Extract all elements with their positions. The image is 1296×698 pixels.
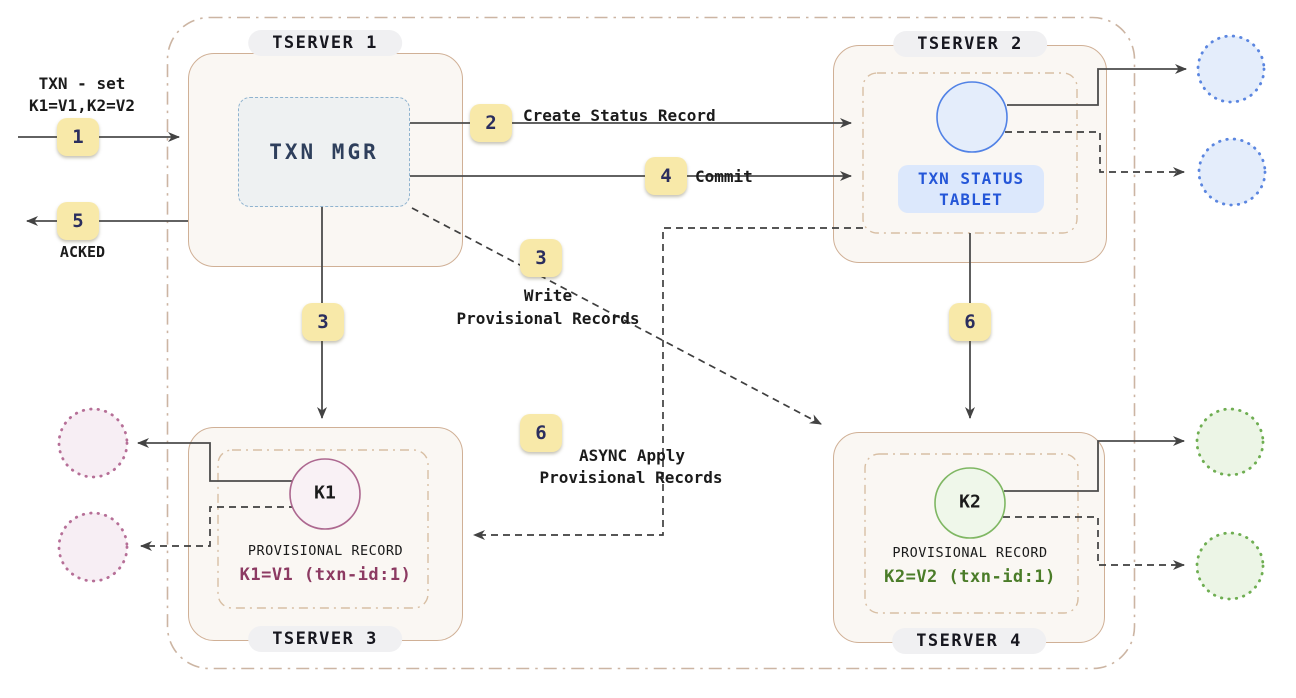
k2-record-title: PROVISIONAL RECORD xyxy=(892,545,1048,561)
arrow-write-provisional-k2 xyxy=(411,207,822,425)
badge-step-3-k1: 3 xyxy=(302,303,344,341)
badge-step-6-apply: 6 xyxy=(949,303,991,341)
badge-step-3-k2: 3 xyxy=(520,239,562,277)
arrow-k1-replicate-1 xyxy=(137,438,293,482)
txn-status-tablet-label: TXN STATUS TABLET xyxy=(898,165,1044,213)
arrow-async-apply xyxy=(473,227,863,540)
async-apply-label-line1: ASYNC Apply xyxy=(579,446,685,465)
arrow-k1-replicate-2 xyxy=(140,506,296,551)
write-provisional-label-line2: Provisional Records xyxy=(456,309,640,328)
txn-status-tablet-label-line1: TXN STATUS xyxy=(917,169,1025,188)
k1-replica-circle-2 xyxy=(57,511,129,583)
tserver2-tablet-region xyxy=(862,72,1078,234)
replica-circles xyxy=(57,34,1267,601)
tserver3-tablet-region xyxy=(217,449,429,609)
k1-record-title: PROVISIONAL RECORD xyxy=(247,543,404,559)
status-replica-circle-2 xyxy=(1197,137,1267,207)
badge-step-6-async: 6 xyxy=(520,414,562,452)
tserver2-label: TSERVER 2 xyxy=(893,31,1047,57)
txn-status-tablet-circle xyxy=(936,81,1008,153)
tserver4-tablet-region xyxy=(864,453,1079,614)
arrow-status-replicate-2 xyxy=(1005,131,1185,177)
arrow-status-replicate-1 xyxy=(1007,64,1187,106)
k2-record-value: K2=V2 (txn-id:1) xyxy=(884,567,1056,587)
client-request-line2: K1=V1,K2=V2 xyxy=(29,96,135,115)
status-replica-circle-1 xyxy=(1196,34,1266,104)
badge-step-5: 5 xyxy=(57,202,99,240)
k1-label: K1 xyxy=(314,482,336,504)
txn-status-tablet-label-line2: TABLET xyxy=(939,190,1003,209)
k2-label: K2 xyxy=(959,491,981,513)
badge-step-4: 4 xyxy=(645,157,687,195)
txn-mgr-label: TXN MGR xyxy=(269,140,379,164)
client-request-line1: TXN - set xyxy=(38,74,126,93)
commit-label: Commit xyxy=(695,167,753,186)
k2-tablet-circle xyxy=(934,467,1006,539)
acked-label: ACKED xyxy=(59,243,106,261)
arrow-k2-replicate-1 xyxy=(1004,436,1185,492)
k2-replica-circle-2 xyxy=(1195,531,1265,601)
tserver3-label: TSERVER 3 xyxy=(248,626,402,652)
dashed-arrows xyxy=(140,131,1185,570)
k2-replica-circle-1 xyxy=(1195,407,1265,477)
arrow-k2-replicate-2 xyxy=(1003,516,1185,570)
badge-step-2: 2 xyxy=(470,104,512,142)
k1-record-value: K1=V1 (txn-id:1) xyxy=(239,565,412,585)
k1-tablet-circle xyxy=(289,458,361,530)
tserver1-label: TSERVER 1 xyxy=(248,30,402,56)
create-status-record-label: Create Status Record xyxy=(523,106,716,125)
tserver4-label: TSERVER 4 xyxy=(892,628,1046,654)
cluster-boundary xyxy=(166,16,1136,670)
badge-step-1: 1 xyxy=(57,118,99,156)
k1-replica-circle-1 xyxy=(57,407,129,479)
async-apply-label-line2: Provisional Records xyxy=(539,468,723,487)
txn-mgr-box: TXN MGR xyxy=(238,97,410,207)
write-provisional-label-line1: Write xyxy=(523,286,573,305)
